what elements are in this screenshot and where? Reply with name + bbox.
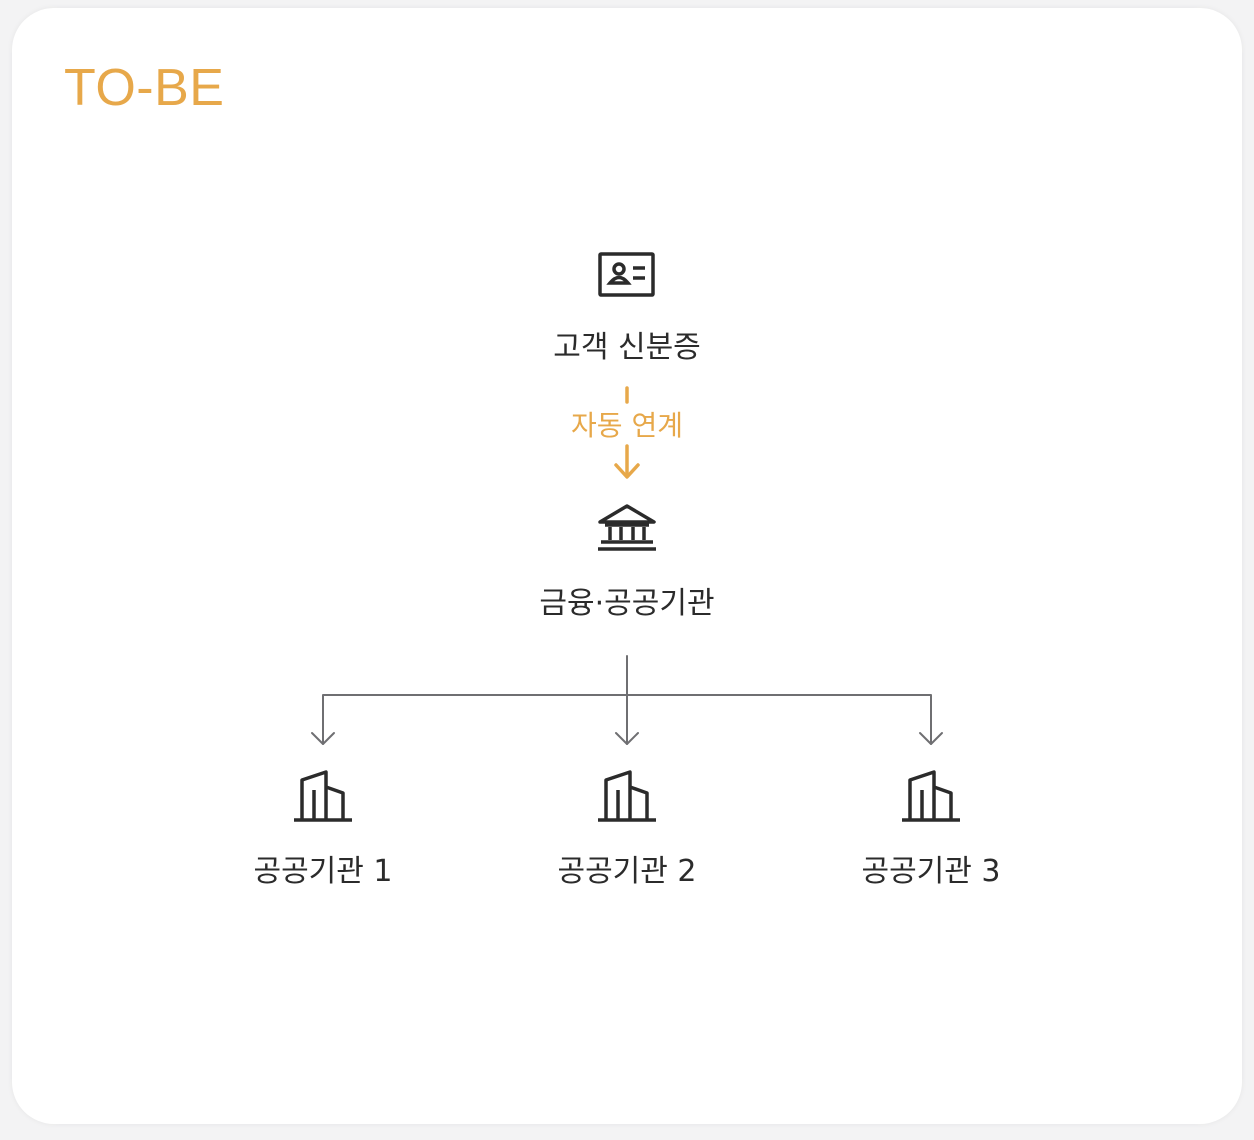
auto-link-label: 자동 연계 — [569, 409, 685, 442]
arrow-to-target-1 — [311, 732, 335, 745]
target-label-3: 공공기관 3 — [861, 854, 1001, 889]
building-icon — [294, 770, 352, 822]
auto-link-arrow — [614, 386, 640, 479]
source-label: 고객 신분증 — [553, 330, 701, 365]
arrow-to-target-3 — [919, 732, 943, 745]
page-title: TO-BE — [64, 59, 225, 117]
hub-label: 금융·공공기관 — [539, 586, 715, 621]
target-label-2: 공공기관 2 — [557, 854, 697, 889]
bank-icon — [598, 504, 656, 551]
branch-connector — [311, 655, 943, 745]
diagram-card — [12, 8, 1242, 1124]
building-icon — [902, 770, 960, 822]
id-card-icon — [598, 252, 655, 297]
arrow-to-target-2 — [615, 732, 639, 745]
building-icon — [598, 770, 656, 822]
target-label-1: 공공기관 1 — [253, 854, 393, 889]
